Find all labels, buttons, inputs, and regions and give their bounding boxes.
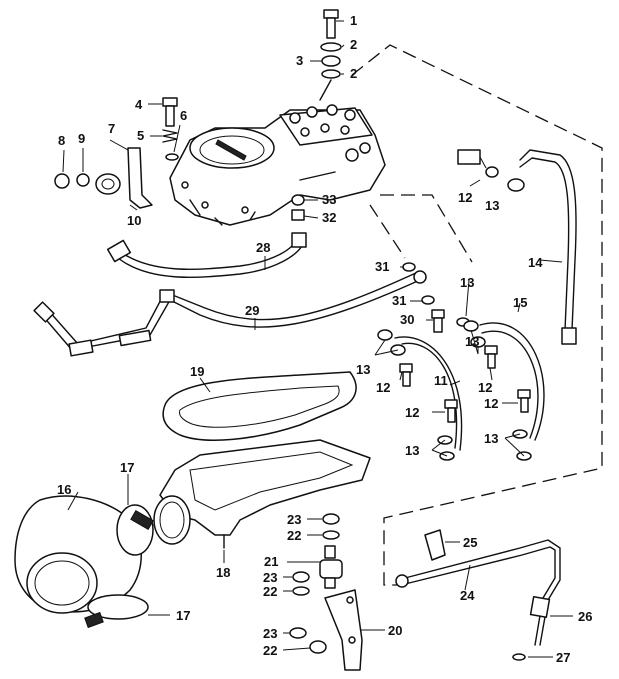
- top-bolt-stack: [310, 9, 345, 101]
- label-24: 24: [460, 588, 475, 603]
- callout-labels: 1 2 3 2 4 5 6 7 8 9 10 12 13 14 33 32 28…: [57, 13, 592, 665]
- label-12: 12: [405, 405, 419, 420]
- label-21: 21: [264, 554, 278, 569]
- label-28: 28: [256, 240, 270, 255]
- label-15: 15: [513, 295, 527, 310]
- label-5: 5: [137, 128, 144, 143]
- label-14: 14: [528, 255, 543, 270]
- label-18: 18: [216, 565, 230, 580]
- label-13: 13: [465, 334, 479, 349]
- label-4: 4: [135, 97, 143, 112]
- label-17: 17: [176, 608, 190, 623]
- label-12: 12: [376, 380, 390, 395]
- label-7: 7: [108, 121, 115, 136]
- label-13: 13: [460, 275, 474, 290]
- tube-11-15: [377, 320, 545, 451]
- label-13: 13: [405, 443, 419, 458]
- hose-29: [33, 270, 427, 357]
- label-22: 22: [263, 643, 277, 658]
- label-22: 22: [287, 528, 301, 543]
- label-27: 27: [556, 650, 570, 665]
- label-13: 13: [484, 431, 498, 446]
- label-32: 32: [322, 210, 336, 225]
- label-23: 23: [263, 626, 277, 641]
- label-2: 2: [350, 66, 357, 81]
- dashed-assembly-outline: [351, 44, 603, 586]
- fitting-32-33: [291, 194, 319, 221]
- label-11: 11: [434, 373, 448, 388]
- label-10: 10: [127, 213, 141, 228]
- label-17: 17: [120, 460, 134, 475]
- label-13: 13: [356, 362, 370, 377]
- label-1: 1: [350, 13, 357, 28]
- label-31: 31: [392, 293, 406, 308]
- bracket-clamp-group: [54, 139, 153, 211]
- label-23: 23: [263, 570, 277, 585]
- callout-leaders: [67, 179, 573, 658]
- label-9: 9: [78, 131, 85, 146]
- label-22: 22: [263, 584, 277, 599]
- throttle-body-housing: [169, 104, 386, 226]
- mount-stud-group: [289, 513, 343, 654]
- intake-manifold-18: [153, 439, 371, 549]
- label-6: 6: [180, 108, 187, 123]
- elbow-hose-16: [14, 495, 154, 629]
- bracket-20: [324, 589, 363, 671]
- tube-14: [457, 149, 577, 345]
- label-26: 26: [578, 609, 592, 624]
- label-23: 23: [287, 512, 301, 527]
- label-3: 3: [296, 53, 303, 68]
- label-20: 20: [388, 623, 402, 638]
- gasket-19: [162, 371, 357, 441]
- hose-28: [106, 232, 307, 278]
- label-25: 25: [463, 535, 477, 550]
- label-12: 12: [458, 190, 472, 205]
- label-30: 30: [400, 312, 414, 327]
- lower-bolts-washers: [399, 345, 532, 461]
- label-33: 33: [322, 192, 336, 207]
- label-29: 29: [245, 303, 259, 318]
- label-13: 13: [485, 198, 499, 213]
- label-12: 12: [484, 396, 498, 411]
- bolt-spring-group: [148, 97, 181, 161]
- cable-24: [395, 529, 561, 661]
- fitting-30-31: [402, 262, 470, 333]
- label-19: 19: [190, 364, 204, 379]
- label-31: 31: [375, 259, 389, 274]
- label-12: 12: [478, 380, 492, 395]
- label-16: 16: [57, 482, 71, 497]
- label-2: 2: [350, 37, 357, 52]
- label-8: 8: [58, 133, 65, 148]
